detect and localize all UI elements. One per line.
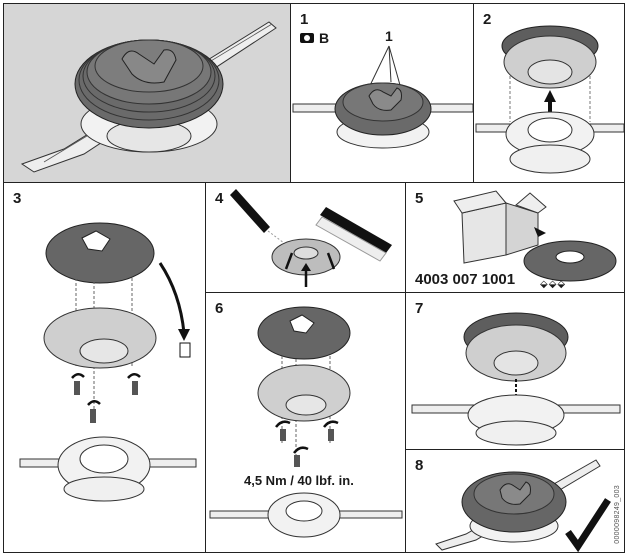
screw-icon xyxy=(132,381,138,395)
arrow-icon xyxy=(301,263,311,271)
screw-icon xyxy=(90,409,96,423)
rotate-arrow-icon xyxy=(293,446,309,454)
step-7-illustration xyxy=(411,312,621,446)
step-number: 2 xyxy=(483,11,492,28)
camera-icon xyxy=(300,33,314,43)
screw-icon xyxy=(280,429,286,441)
screw-icon xyxy=(328,429,334,441)
trash-bin-icon xyxy=(179,342,191,358)
screws-icon: ⬙⬙⬙ xyxy=(540,279,567,290)
panel-step-2: 2 xyxy=(473,3,625,183)
step-5-illustration xyxy=(453,190,617,282)
up-arrow-icon xyxy=(544,90,556,114)
panel-step-7: 7 xyxy=(405,292,625,450)
step-number: 3 xyxy=(13,190,22,207)
rotate-arrow-icon xyxy=(87,400,101,406)
step-number: 5 xyxy=(415,190,424,207)
panel-step-5: 5 4003 007 1001 ⬙⬙⬙ xyxy=(405,182,625,293)
checkmark-icon xyxy=(565,498,611,552)
step-number: 6 xyxy=(215,300,224,317)
step-8-illustration xyxy=(435,459,611,552)
rotate-arrow-icon xyxy=(275,420,291,428)
overview-illustration xyxy=(20,21,277,173)
panel-step-4: 4 xyxy=(205,182,406,293)
step-4-illustration xyxy=(230,189,392,287)
panel-step-1: 1 B 1 xyxy=(290,3,474,183)
panel-step-3: 3 xyxy=(3,182,206,553)
screw-icon xyxy=(74,381,80,395)
step-number: 1 xyxy=(300,11,309,28)
screw-icon xyxy=(294,455,300,467)
step-number: 7 xyxy=(415,300,424,317)
rotate-arrow-icon xyxy=(71,373,85,379)
brush-icon xyxy=(320,207,392,253)
panel-overview xyxy=(3,3,291,183)
document-code: 0000098249_003 xyxy=(614,485,621,544)
rotate-arrow-icon xyxy=(127,373,141,379)
panel-step-8: 8 0000098249_003 xyxy=(405,449,625,553)
part-number: 4003 007 1001 xyxy=(415,271,516,288)
step-6-illustration xyxy=(209,306,403,538)
panel-step-6: 6 4,5 Nm / 40 lbf. in. xyxy=(205,292,406,553)
step-number: 4 xyxy=(215,190,224,207)
camera-reference: B xyxy=(319,30,330,46)
callout-number: 1 xyxy=(385,28,393,44)
torque-spec: 4,5 Nm / 40 lbf. in. xyxy=(244,473,354,488)
step-number: 8 xyxy=(415,457,424,474)
step-3-illustration xyxy=(19,222,197,502)
rotate-arrow-icon xyxy=(323,420,339,428)
step-1-illustration xyxy=(292,45,473,149)
water-hose-icon xyxy=(230,189,270,233)
step-2-illustration xyxy=(475,25,624,174)
